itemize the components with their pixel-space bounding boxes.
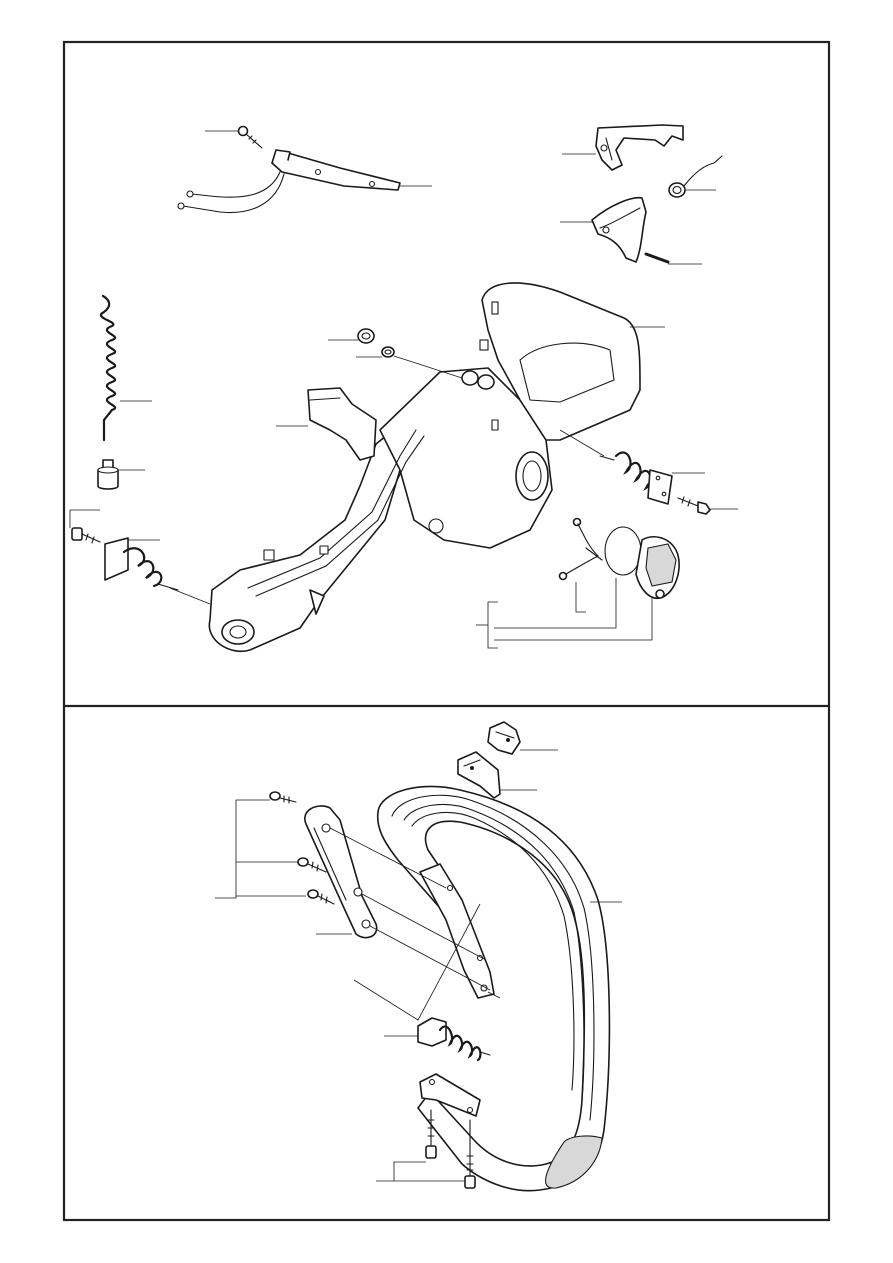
callout-leader	[559, 429, 605, 457]
anti-vibration-spring-icon	[104, 537, 179, 591]
screw-icon	[677, 496, 711, 515]
callout-leader	[69, 509, 100, 528]
anti-vibration-spring-icon	[599, 451, 673, 505]
side-cover-icon	[307, 387, 377, 461]
anti-vibration-spring-icon	[417, 1017, 491, 1062]
pin-icon	[644, 252, 670, 264]
rear-handle-housing-icon	[208, 282, 641, 653]
callout-leader	[169, 587, 211, 605]
grommet-icon	[381, 346, 395, 358]
switch-bracket-icon	[177, 149, 401, 214]
screw-icon	[425, 1109, 437, 1159]
screw-icon	[269, 791, 297, 804]
tank-cap-assembly-icon	[558, 517, 680, 599]
callout-bracket	[487, 601, 498, 649]
callout-leader	[494, 578, 617, 629]
callout-leader	[494, 598, 653, 641]
rear-handle-panel	[69, 124, 738, 653]
callout-leader	[353, 903, 481, 1021]
mounting-plate-icon	[304, 805, 378, 939]
mount-bracket-icon	[457, 751, 501, 799]
throttle-lever-icon	[595, 124, 684, 171]
coil-spring-icon	[100, 294, 116, 442]
assembly-line	[369, 925, 491, 991]
screw-icon	[464, 1119, 476, 1189]
assembly-line	[329, 827, 447, 889]
front-handle-bar-icon	[376, 785, 611, 1192]
page-frame	[62, 40, 831, 1222]
front-handle-panel	[215, 721, 622, 1192]
screw-icon	[307, 889, 335, 905]
screw-icon	[71, 527, 101, 544]
screw-icon	[297, 857, 327, 873]
torsion-spring-icon	[668, 155, 723, 198]
callout-leader	[575, 582, 586, 613]
throttle-trigger-icon	[591, 196, 647, 263]
mount-bracket-icon	[487, 721, 521, 755]
bushing-icon	[357, 328, 375, 344]
assembly-line	[487, 991, 501, 999]
screw-icon	[237, 125, 263, 149]
rubber-plug-icon	[97, 459, 119, 490]
callout-bracket	[235, 799, 270, 898]
assembly-line	[361, 893, 487, 961]
callout-bracket	[393, 1161, 426, 1181]
callout-leader	[393, 355, 463, 379]
